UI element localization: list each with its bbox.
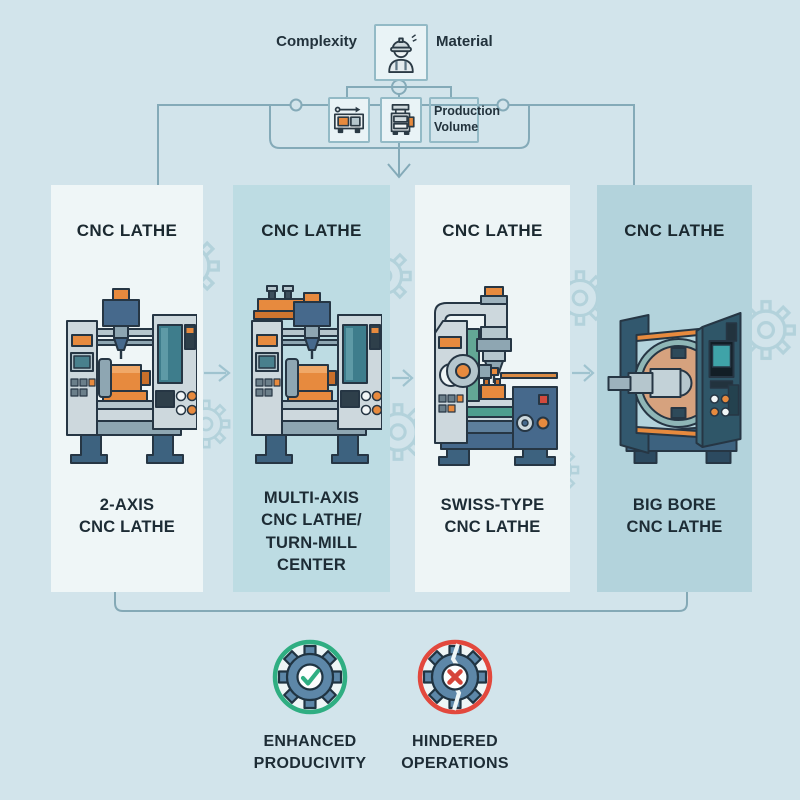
mill-icon bbox=[390, 104, 415, 136]
operator-node bbox=[374, 24, 428, 81]
panel-multi-axis-cnc-lathe: CNC LATHE bbox=[233, 185, 390, 592]
broken-gear-icon bbox=[417, 639, 493, 715]
lathe-factor-node bbox=[328, 97, 370, 143]
panel-title: CNC LATHE bbox=[261, 221, 362, 240]
multi-axis-cnc-lathe-illustration bbox=[250, 285, 382, 464]
2-axis-cnc-lathe-illustration bbox=[66, 288, 197, 464]
panel-title: CNC LATHE bbox=[624, 221, 725, 240]
panel-swiss-type-cnc-lathe: CNC LATHE bbox=[415, 185, 570, 592]
panel-caption: BIG BORE CNC LATHE bbox=[626, 496, 723, 537]
lathe-icon bbox=[333, 106, 365, 134]
enhanced-productivity-badge bbox=[265, 632, 355, 722]
hindered-operations-label: HINDERED OPERATIONS bbox=[401, 733, 509, 773]
big-bore-cnc-lathe-illustration bbox=[607, 312, 741, 464]
panel-2-axis-cnc-lathe: CNC LATHE bbox=[51, 185, 203, 592]
panel-caption: SWISS-TYPE CNC LATHE bbox=[440, 496, 545, 537]
swiss-type-cnc-lathe-illustration bbox=[433, 286, 558, 466]
panel-caption: MULTI-AXIS CNC LATHE/ TURN-MILL CENTER bbox=[261, 489, 362, 574]
check-gear-icon bbox=[272, 639, 348, 715]
production-volume-node bbox=[429, 97, 479, 143]
hindered-operations-badge bbox=[410, 632, 500, 722]
panel-big-bore-cnc-lathe: CNC LATHE bbox=[597, 185, 752, 592]
worker-icon bbox=[388, 33, 417, 73]
mill-factor-node bbox=[380, 97, 422, 143]
bottom-bracket-connector bbox=[114, 592, 688, 612]
panel-caption: 2-AXIS CNC LATHE bbox=[79, 496, 175, 537]
factor-production-volume-label: Production Volume bbox=[434, 104, 500, 134]
flow-arrow-icons bbox=[204, 364, 595, 387]
factor-material-label: Material bbox=[436, 33, 493, 50]
panel-title: CNC LATHE bbox=[442, 221, 543, 240]
factor-complexity-label: Complexity bbox=[276, 33, 357, 50]
panel-title: CNC LATHE bbox=[76, 221, 178, 240]
enhanced-productivity-label: ENHANCED PRODUCIVITY bbox=[253, 733, 367, 773]
